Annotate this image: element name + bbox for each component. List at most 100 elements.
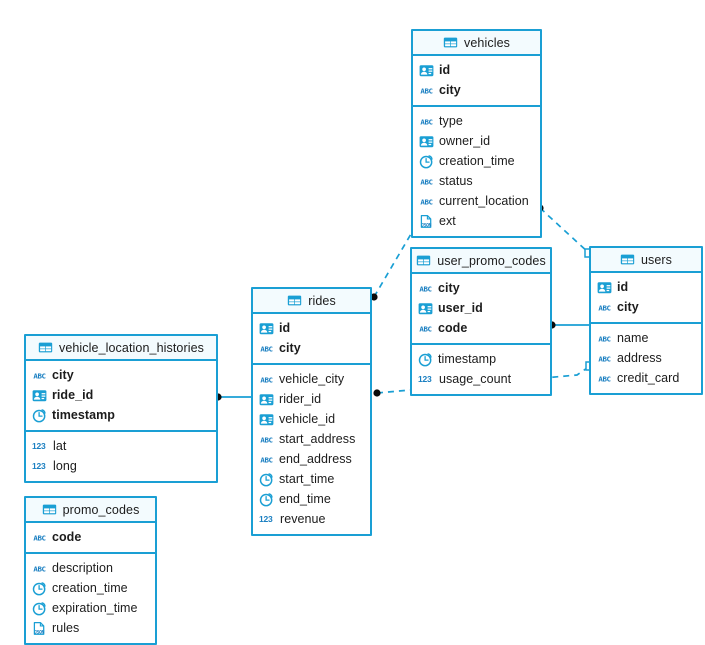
- abc-text-icon: ABC: [597, 331, 612, 346]
- column-row[interactable]: ABC address: [591, 348, 701, 368]
- column-name: credit_card: [617, 371, 680, 385]
- primary-key-row[interactable]: id: [413, 60, 540, 80]
- abc-text-icon: ABC: [418, 321, 433, 336]
- column-name: creation_time: [439, 154, 515, 168]
- column-row[interactable]: creation_time: [26, 578, 155, 598]
- column-row[interactable]: owner_id: [413, 131, 540, 151]
- primary-key-row[interactable]: timestamp: [26, 405, 216, 425]
- clock-icon: [32, 581, 47, 596]
- primary-key-row[interactable]: user_id: [412, 298, 550, 318]
- id-badge-icon: [259, 412, 274, 427]
- primary-key-name: city: [52, 368, 74, 382]
- svg-text:ABC: ABC: [420, 86, 432, 95]
- column-row[interactable]: ABC description: [26, 558, 155, 578]
- abc-text-icon: ABC: [419, 174, 434, 189]
- svg-text:ABC: ABC: [33, 533, 45, 542]
- primary-key-row[interactable]: ABC code: [412, 318, 550, 338]
- abc-text-icon: ABC: [32, 561, 47, 576]
- column-name: owner_id: [439, 134, 491, 148]
- primary-key-name: code: [52, 530, 82, 544]
- svg-text:ABC: ABC: [33, 371, 45, 380]
- abc-text-icon: ABC: [597, 300, 612, 315]
- id-badge-icon: [259, 392, 274, 407]
- column-row[interactable]: ABC credit_card: [591, 368, 701, 388]
- clock-icon: [259, 492, 274, 507]
- primary-key-name: ride_id: [52, 388, 94, 402]
- svg-text:ABC: ABC: [33, 564, 45, 573]
- svg-text:ABC: ABC: [419, 324, 431, 333]
- abc-text-icon: ABC: [259, 372, 274, 387]
- svg-text:ABC: ABC: [598, 374, 610, 383]
- column-row[interactable]: rider_id: [253, 389, 370, 409]
- primary-key-row[interactable]: id: [253, 318, 370, 338]
- primary-key-row[interactable]: ABC code: [26, 527, 155, 547]
- clock-icon: [418, 352, 433, 367]
- primary-key-section: ABC city ride_id timestamp: [26, 361, 216, 432]
- column-row[interactable]: timestamp: [412, 349, 550, 369]
- column-name: lat: [53, 439, 67, 453]
- relationship-rel-vehicle-location-histories-rides[interactable]: [214, 393, 251, 401]
- column-row[interactable]: creation_time: [413, 151, 540, 171]
- column-name: start_time: [279, 472, 335, 486]
- table-title: user_promo_codes: [437, 253, 546, 268]
- abc-text-icon: ABC: [32, 368, 47, 383]
- column-name: name: [617, 331, 649, 345]
- column-name: rules: [52, 621, 80, 635]
- id-badge-icon: [259, 321, 274, 336]
- table-header-users[interactable]: users: [591, 248, 701, 273]
- table-header-user_promo_codes[interactable]: user_promo_codes: [412, 249, 550, 274]
- relationship-rel-user-promo-codes-users[interactable]: [548, 321, 589, 329]
- column-name: description: [52, 561, 113, 575]
- column-row[interactable]: expiration_time: [26, 598, 155, 618]
- table-header-promo_codes[interactable]: promo_codes: [26, 498, 155, 523]
- column-name: address: [617, 351, 662, 365]
- table-header-vehicle_location_histories[interactable]: vehicle_location_histories: [26, 336, 216, 361]
- table-title: promo_codes: [62, 502, 140, 517]
- table-header-vehicles[interactable]: vehicles: [413, 31, 540, 56]
- column-row[interactable]: start_time: [253, 469, 370, 489]
- abc-text-icon: ABC: [419, 194, 434, 209]
- table-header-rides[interactable]: rides: [253, 289, 370, 314]
- column-row[interactable]: vehicle_id: [253, 409, 370, 429]
- primary-key-name: code: [438, 321, 468, 335]
- primary-key-row[interactable]: id: [591, 277, 701, 297]
- table-icon: [287, 293, 302, 308]
- column-row[interactable]: end_time: [253, 489, 370, 509]
- table-icon: [42, 502, 57, 517]
- primary-key-row[interactable]: ABC city: [26, 365, 216, 385]
- abc-text-icon: ABC: [419, 83, 434, 98]
- primary-key-section: ABC code: [26, 523, 155, 554]
- column-row[interactable]: ABC name: [591, 328, 701, 348]
- svg-text:ABC: ABC: [598, 354, 610, 363]
- primary-key-row[interactable]: ride_id: [26, 385, 216, 405]
